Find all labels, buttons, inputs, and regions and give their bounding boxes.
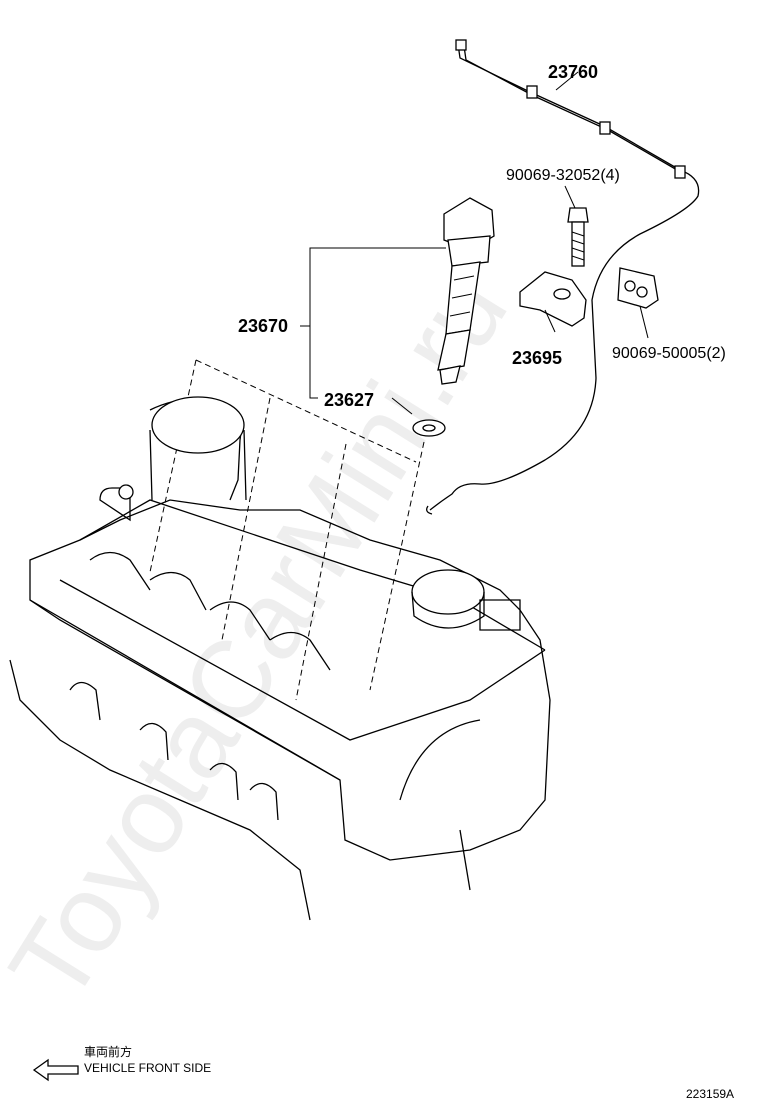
callout-clamp[interactable]: 23695 xyxy=(512,348,562,368)
clamp-part[interactable] xyxy=(519,271,587,327)
engine-head-outline xyxy=(9,396,551,921)
leader-lines xyxy=(300,71,649,415)
injector-part[interactable] xyxy=(437,197,495,385)
callout-gasket[interactable]: 23627 xyxy=(324,390,374,410)
clip-part[interactable] xyxy=(617,267,659,309)
front-en-label: VEHICLE FRONT SIDE xyxy=(84,1061,211,1075)
figure-id: 223159A xyxy=(686,1087,734,1101)
callout-injector[interactable]: 23670 xyxy=(238,316,288,336)
injector-bolt-part[interactable] xyxy=(567,207,589,267)
front-jp-label: 車両前方 xyxy=(84,1044,132,1059)
front-arrow-icon xyxy=(32,1058,79,1082)
fuel-pipe-part[interactable] xyxy=(426,39,700,515)
callout-clip[interactable]: 90069-50005(2) xyxy=(612,345,726,362)
vehicle-front-indicator: 車両前方 VEHICLE FRONT SIDE xyxy=(32,1044,211,1082)
install-guide-lines xyxy=(149,359,425,701)
callout-fuel-pipe[interactable]: 23760 xyxy=(548,62,598,82)
gasket-part[interactable] xyxy=(412,419,446,437)
callout-injector-bolt[interactable]: 90069-32052(4) xyxy=(506,167,620,184)
